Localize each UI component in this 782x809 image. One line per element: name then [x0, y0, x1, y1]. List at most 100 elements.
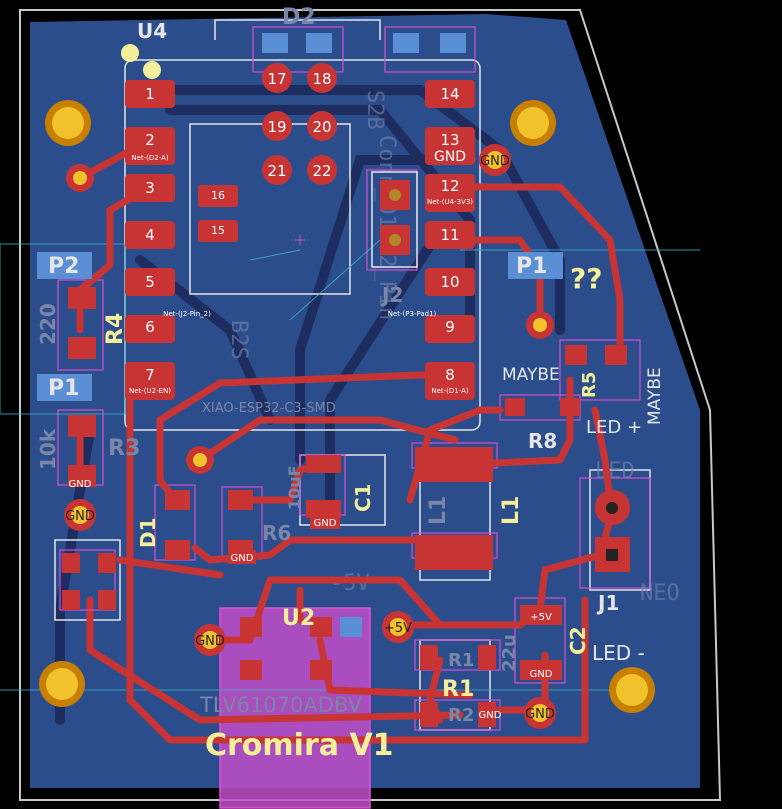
r6-label: R6 [262, 521, 291, 545]
svg-text:22: 22 [312, 162, 331, 180]
module-pad-14: 14 [425, 80, 475, 108]
module-pad-3: 3 [125, 174, 175, 202]
l1-silk: L1 [426, 496, 451, 525]
connector-j1 [595, 490, 630, 572]
ghost-b2s: B2S [226, 320, 251, 360]
svg-text:6: 6 [145, 318, 155, 336]
svg-text:21: 21 [267, 162, 286, 180]
svg-text:9: 9 [445, 318, 455, 336]
svg-text:12: 12 [440, 177, 459, 195]
header-j2 [371, 171, 418, 268]
svg-text:3: 3 [145, 179, 155, 197]
ghost-neo: NEO [640, 581, 680, 606]
u2-label: U2 [282, 606, 315, 631]
back-pads [37, 252, 563, 401]
module-pad-6: 6 Net-(J2-Pin_2) [125, 310, 211, 343]
val-10k: 10k [36, 428, 60, 470]
pad-p2: P2 [48, 254, 79, 279]
svg-text:+5V: +5V [384, 621, 412, 636]
svg-text:4: 4 [145, 226, 155, 244]
svg-text:GND: GND [314, 518, 337, 529]
svg-text:15: 15 [211, 224, 225, 237]
silkscreen-text: U4 D2 P2 P1 P1 R4 R3 220 10k J2 XIAO-ESP… [36, 5, 665, 763]
ghost-led: LED [595, 459, 635, 484]
questions-label: ?? [570, 262, 602, 295]
r1-label: R1 [448, 650, 474, 671]
maybe-right: MAYBE [645, 367, 665, 425]
svg-text:19: 19 [267, 118, 286, 136]
svg-text:GND: GND [479, 710, 502, 721]
svg-text:Net-(D2-A): Net-(D2-A) [131, 154, 169, 162]
svg-text:10: 10 [440, 273, 459, 291]
d1-label: D1 [136, 517, 160, 548]
svg-text:GND: GND [195, 634, 225, 649]
u2-value: TLV61070ADBV [199, 693, 363, 717]
r8-label: R8 [528, 429, 557, 453]
module-pad-4: 4 [125, 221, 175, 249]
svg-text:1: 1 [145, 85, 155, 103]
svg-text:13: 13 [440, 131, 459, 149]
module-pad-10: 10 [425, 268, 475, 296]
val-220: 220 [36, 303, 60, 345]
svg-text:Net-(D1-A): Net-(D1-A) [431, 387, 469, 395]
origin-marker [295, 235, 305, 245]
module-inner-pads: 16 15 17 18 19 20 21 22 [198, 63, 337, 242]
svg-text:17: 17 [267, 70, 286, 88]
svg-text:18: 18 [312, 70, 331, 88]
board-outline [19, 9, 722, 801]
module-pad-5: 5 [125, 268, 175, 296]
svg-text:GND: GND [69, 479, 92, 490]
svg-text:14: 14 [440, 85, 459, 103]
j2-ref: J2 [380, 283, 403, 307]
svg-text:16: 16 [211, 189, 225, 202]
svg-text:GND: GND [525, 707, 555, 722]
r3-label: R3 [108, 436, 140, 461]
pad-p1-right: P1 [516, 254, 547, 279]
svg-text:7: 7 [145, 366, 155, 384]
svg-text:Net-(U2-EN): Net-(U2-EN) [129, 387, 171, 395]
ghost-s2b: S2B [362, 90, 387, 130]
module-name: XIAO-ESP32-C3-SMD [202, 401, 336, 416]
mounting-holes [39, 100, 655, 713]
svg-text:Net-(U4-3V3): Net-(U4-3V3) [427, 198, 473, 206]
top-back-pads [262, 33, 466, 53]
svg-text:2: 2 [145, 131, 155, 149]
svg-text:11: 11 [440, 226, 459, 244]
svg-text:GND: GND [530, 669, 553, 680]
svg-text:20: 20 [312, 118, 331, 136]
led-plus: LED + [586, 417, 642, 438]
svg-text:5: 5 [145, 273, 155, 291]
module-pad-1: 1 [125, 80, 175, 108]
via-labels: GND GND GND GND +5V GND GND GND GND GND … [64, 144, 556, 729]
svg-text:GND: GND [231, 553, 254, 564]
d2-ref: D2 [282, 5, 316, 30]
module-pad-11: 11 [425, 221, 475, 249]
j1-label: J1 [596, 591, 619, 615]
r1-label-front: R1 [442, 677, 474, 702]
board-title: Cromira V1 [205, 728, 394, 763]
pad-p1-left: P1 [48, 376, 79, 401]
c2-label: C2 [566, 626, 590, 655]
svg-text:+5V: +5V [530, 612, 552, 623]
r2-label: R2 [448, 705, 474, 726]
led-minus: LED - [592, 641, 645, 665]
l1-label: L1 [499, 496, 524, 525]
maybe-left: MAYBE [502, 365, 560, 385]
c1-label: C1 [351, 483, 375, 512]
tracks [76, 136, 624, 744]
svg-text:8: 8 [445, 366, 455, 384]
svg-text:GND: GND [480, 154, 510, 169]
val-10uf: 10uF [285, 465, 304, 510]
svg-text:Net-(J2-Pin_2): Net-(J2-Pin_2) [163, 310, 211, 318]
svg-text:GND: GND [65, 509, 95, 524]
